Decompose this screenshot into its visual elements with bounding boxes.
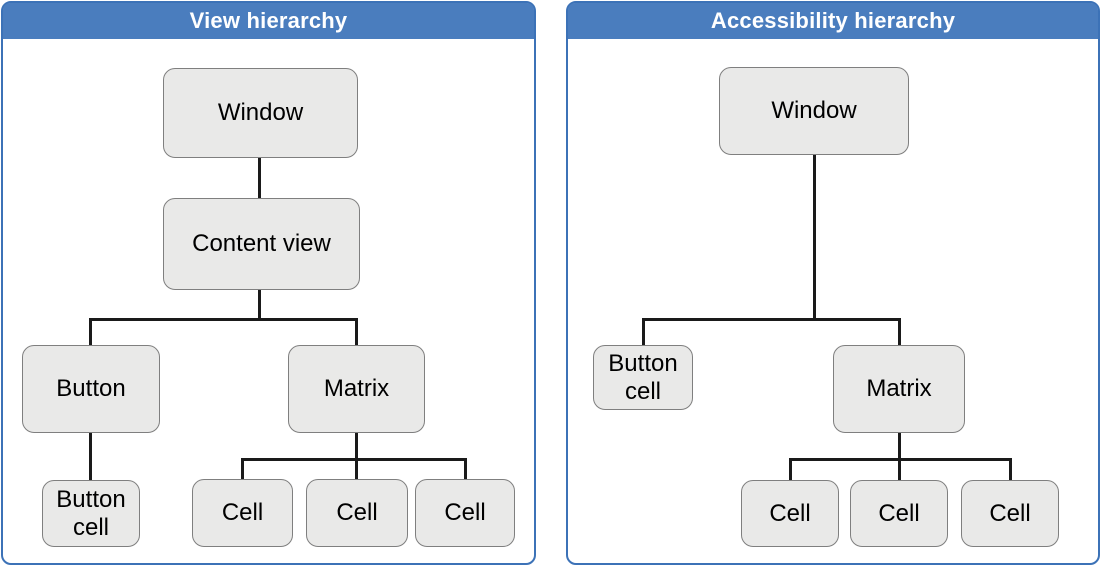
connector-line bbox=[464, 458, 467, 480]
connector-line bbox=[789, 458, 1012, 461]
connector-line bbox=[642, 318, 901, 321]
node-cell: Cell bbox=[850, 480, 948, 547]
node-label: Button cell bbox=[56, 485, 126, 541]
node-label: Cell bbox=[444, 499, 486, 527]
node-label: Cell bbox=[769, 499, 811, 527]
node-label: Matrix bbox=[866, 375, 932, 403]
node-window: Window bbox=[719, 67, 909, 155]
connector-line bbox=[89, 318, 358, 321]
node-content-view: Content view bbox=[163, 198, 360, 290]
panel-header: Accessibility hierarchy bbox=[568, 3, 1098, 39]
connector-line bbox=[355, 318, 358, 346]
connector-line bbox=[813, 155, 816, 321]
panel-header: View hierarchy bbox=[3, 3, 534, 39]
connector-line bbox=[642, 318, 645, 346]
node-cell: Cell bbox=[306, 479, 408, 547]
node-matrix: Matrix bbox=[833, 345, 965, 433]
node-label: Matrix bbox=[323, 375, 390, 403]
connector-line bbox=[355, 433, 358, 480]
node-label: Content view bbox=[192, 230, 331, 258]
connector-line bbox=[898, 433, 901, 480]
connector-line bbox=[258, 157, 261, 199]
panel-title: Accessibility hierarchy bbox=[710, 8, 956, 33]
node-label: Cell bbox=[878, 499, 920, 527]
connector-line bbox=[89, 433, 92, 481]
node-label: Window bbox=[217, 99, 304, 127]
node-cell: Cell bbox=[741, 480, 839, 547]
node-matrix: Matrix bbox=[288, 345, 425, 433]
connector-line bbox=[898, 318, 901, 346]
node-label: Window bbox=[771, 97, 857, 125]
connector-line bbox=[258, 289, 261, 321]
node-button-cell: Button cell bbox=[593, 345, 693, 410]
node-label: Cell bbox=[336, 499, 378, 527]
node-window: Window bbox=[163, 68, 358, 158]
node-cell: Cell bbox=[961, 480, 1059, 547]
connector-line bbox=[89, 318, 92, 346]
node-label: Cell bbox=[989, 499, 1031, 527]
node-button: Button bbox=[22, 345, 160, 433]
node-label: Button cell bbox=[608, 349, 678, 405]
node-label: Cell bbox=[221, 499, 264, 527]
node-cell: Cell bbox=[192, 479, 293, 547]
connector-line bbox=[241, 458, 467, 461]
connector-line bbox=[241, 458, 244, 480]
panel-title: View hierarchy bbox=[189, 8, 348, 33]
node-button-cell: Button cell bbox=[42, 480, 140, 547]
node-cell: Cell bbox=[415, 479, 515, 547]
connector-line bbox=[1009, 458, 1012, 481]
node-label: Button bbox=[56, 375, 126, 403]
connector-line bbox=[789, 458, 792, 481]
